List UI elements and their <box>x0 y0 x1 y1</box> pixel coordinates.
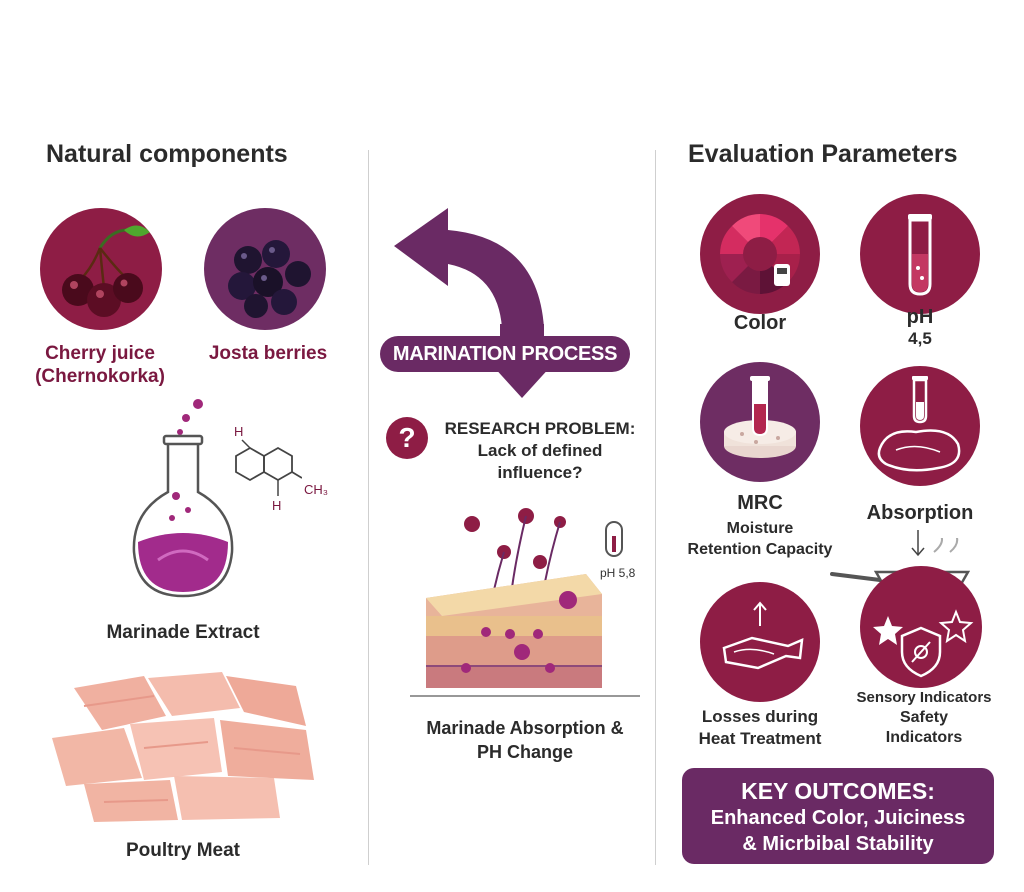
absorption-circle <box>860 366 980 486</box>
losses-label: Losses during Heat Treatment <box>680 706 840 750</box>
josta-label: Josta berries <box>208 343 328 364</box>
natural-components-heading: Natural components <box>46 140 288 168</box>
ph-value: 4,5 <box>908 329 932 348</box>
test-tube-icon <box>908 214 932 296</box>
research-problem-line3: influence? <box>497 463 583 482</box>
mrc-sub-line2: Retention Capacity <box>687 541 833 558</box>
color-circle <box>700 194 820 314</box>
ph-circle <box>860 194 980 314</box>
meat-icon <box>52 672 314 822</box>
marination-process-banner: MARINATION PROCESS <box>380 336 630 372</box>
key-outcomes-title: KEY OUTCOMES: <box>741 778 935 804</box>
divider-left <box>368 150 369 865</box>
absorption-caption-line2: PH Change <box>476 742 573 762</box>
sponge-tube-icon <box>724 376 796 458</box>
meat-heat-icon <box>722 601 804 670</box>
cherry-circle <box>40 208 162 330</box>
cherry-label: Cherry juice (Chernokorka) <box>20 342 180 388</box>
research-problem-text: RESEARCH PROBLEM: Lack of defined influe… <box>440 418 640 484</box>
sensory-safety-label: Sensory Indicators Safety Indicators <box>846 688 1002 748</box>
research-problem-line1: RESEARCH PROBLEM: <box>444 419 636 438</box>
evaluation-parameters-heading: Evaluation Parameters <box>688 140 958 168</box>
sensory-safety-circle <box>860 566 982 688</box>
losses-line1: Losses during <box>701 707 819 726</box>
losses-circle <box>700 582 820 702</box>
mrc-circle <box>700 362 820 482</box>
color-wheel-icon <box>720 214 800 294</box>
tissue-ph-label: pH 5,8 <box>600 566 636 580</box>
cherry-label-line2: (Chernokorka) <box>35 366 165 387</box>
molecule-h-top: H <box>234 424 244 439</box>
molecule-icon <box>235 439 302 496</box>
mrc-description: Moisture Retention Capacity <box>680 518 840 560</box>
marinade-extract-label: Marinade Extract <box>106 622 260 643</box>
cherry-icon <box>62 225 150 317</box>
question-icon: ? <box>386 417 428 459</box>
absorption-label: Absorption <box>866 502 974 524</box>
meat-tube-icon <box>877 376 961 472</box>
josta-circle <box>204 208 326 330</box>
molecule-h-bottom: H <box>272 498 282 513</box>
safety-line2: Indicators <box>885 729 963 746</box>
star-shield-icon <box>873 609 974 678</box>
mrc-label: MRC <box>737 492 783 514</box>
mrc-sub-line1: Moisture <box>726 520 794 537</box>
down-arrow-icon <box>911 530 925 557</box>
absorption-caption: Marinade Absorption & PH Change <box>400 716 650 764</box>
tissue-absorption-illustration <box>410 508 640 697</box>
cherry-label-line1: Cherry juice <box>45 343 155 364</box>
poultry-meat-label: Poultry Meat <box>125 840 241 861</box>
divider-right <box>655 150 656 865</box>
sensory-label: Sensory Indicators <box>856 689 992 706</box>
safety-line1: Safety <box>899 709 949 726</box>
molecule-ch3: CH₃ <box>304 482 329 497</box>
ph-label-title: pH <box>906 306 934 328</box>
losses-line2: Heat Treatment <box>698 729 822 748</box>
research-problem-line2: Lack of defined <box>477 441 603 460</box>
flask-icon <box>132 399 234 598</box>
absorption-caption-line1: Marinade Absorption & <box>426 718 624 738</box>
berries-icon <box>228 240 311 318</box>
key-outcomes-line1: Enhanced Color, Juiciness <box>710 807 966 829</box>
key-outcomes-line2: & Micrbibal Stability <box>742 833 934 855</box>
color-label: Color <box>733 312 787 334</box>
ph-label: pH 4,5 <box>860 306 980 350</box>
key-outcomes-box: KEY OUTCOMES: Enhanced Color, Juiciness … <box>682 768 994 864</box>
